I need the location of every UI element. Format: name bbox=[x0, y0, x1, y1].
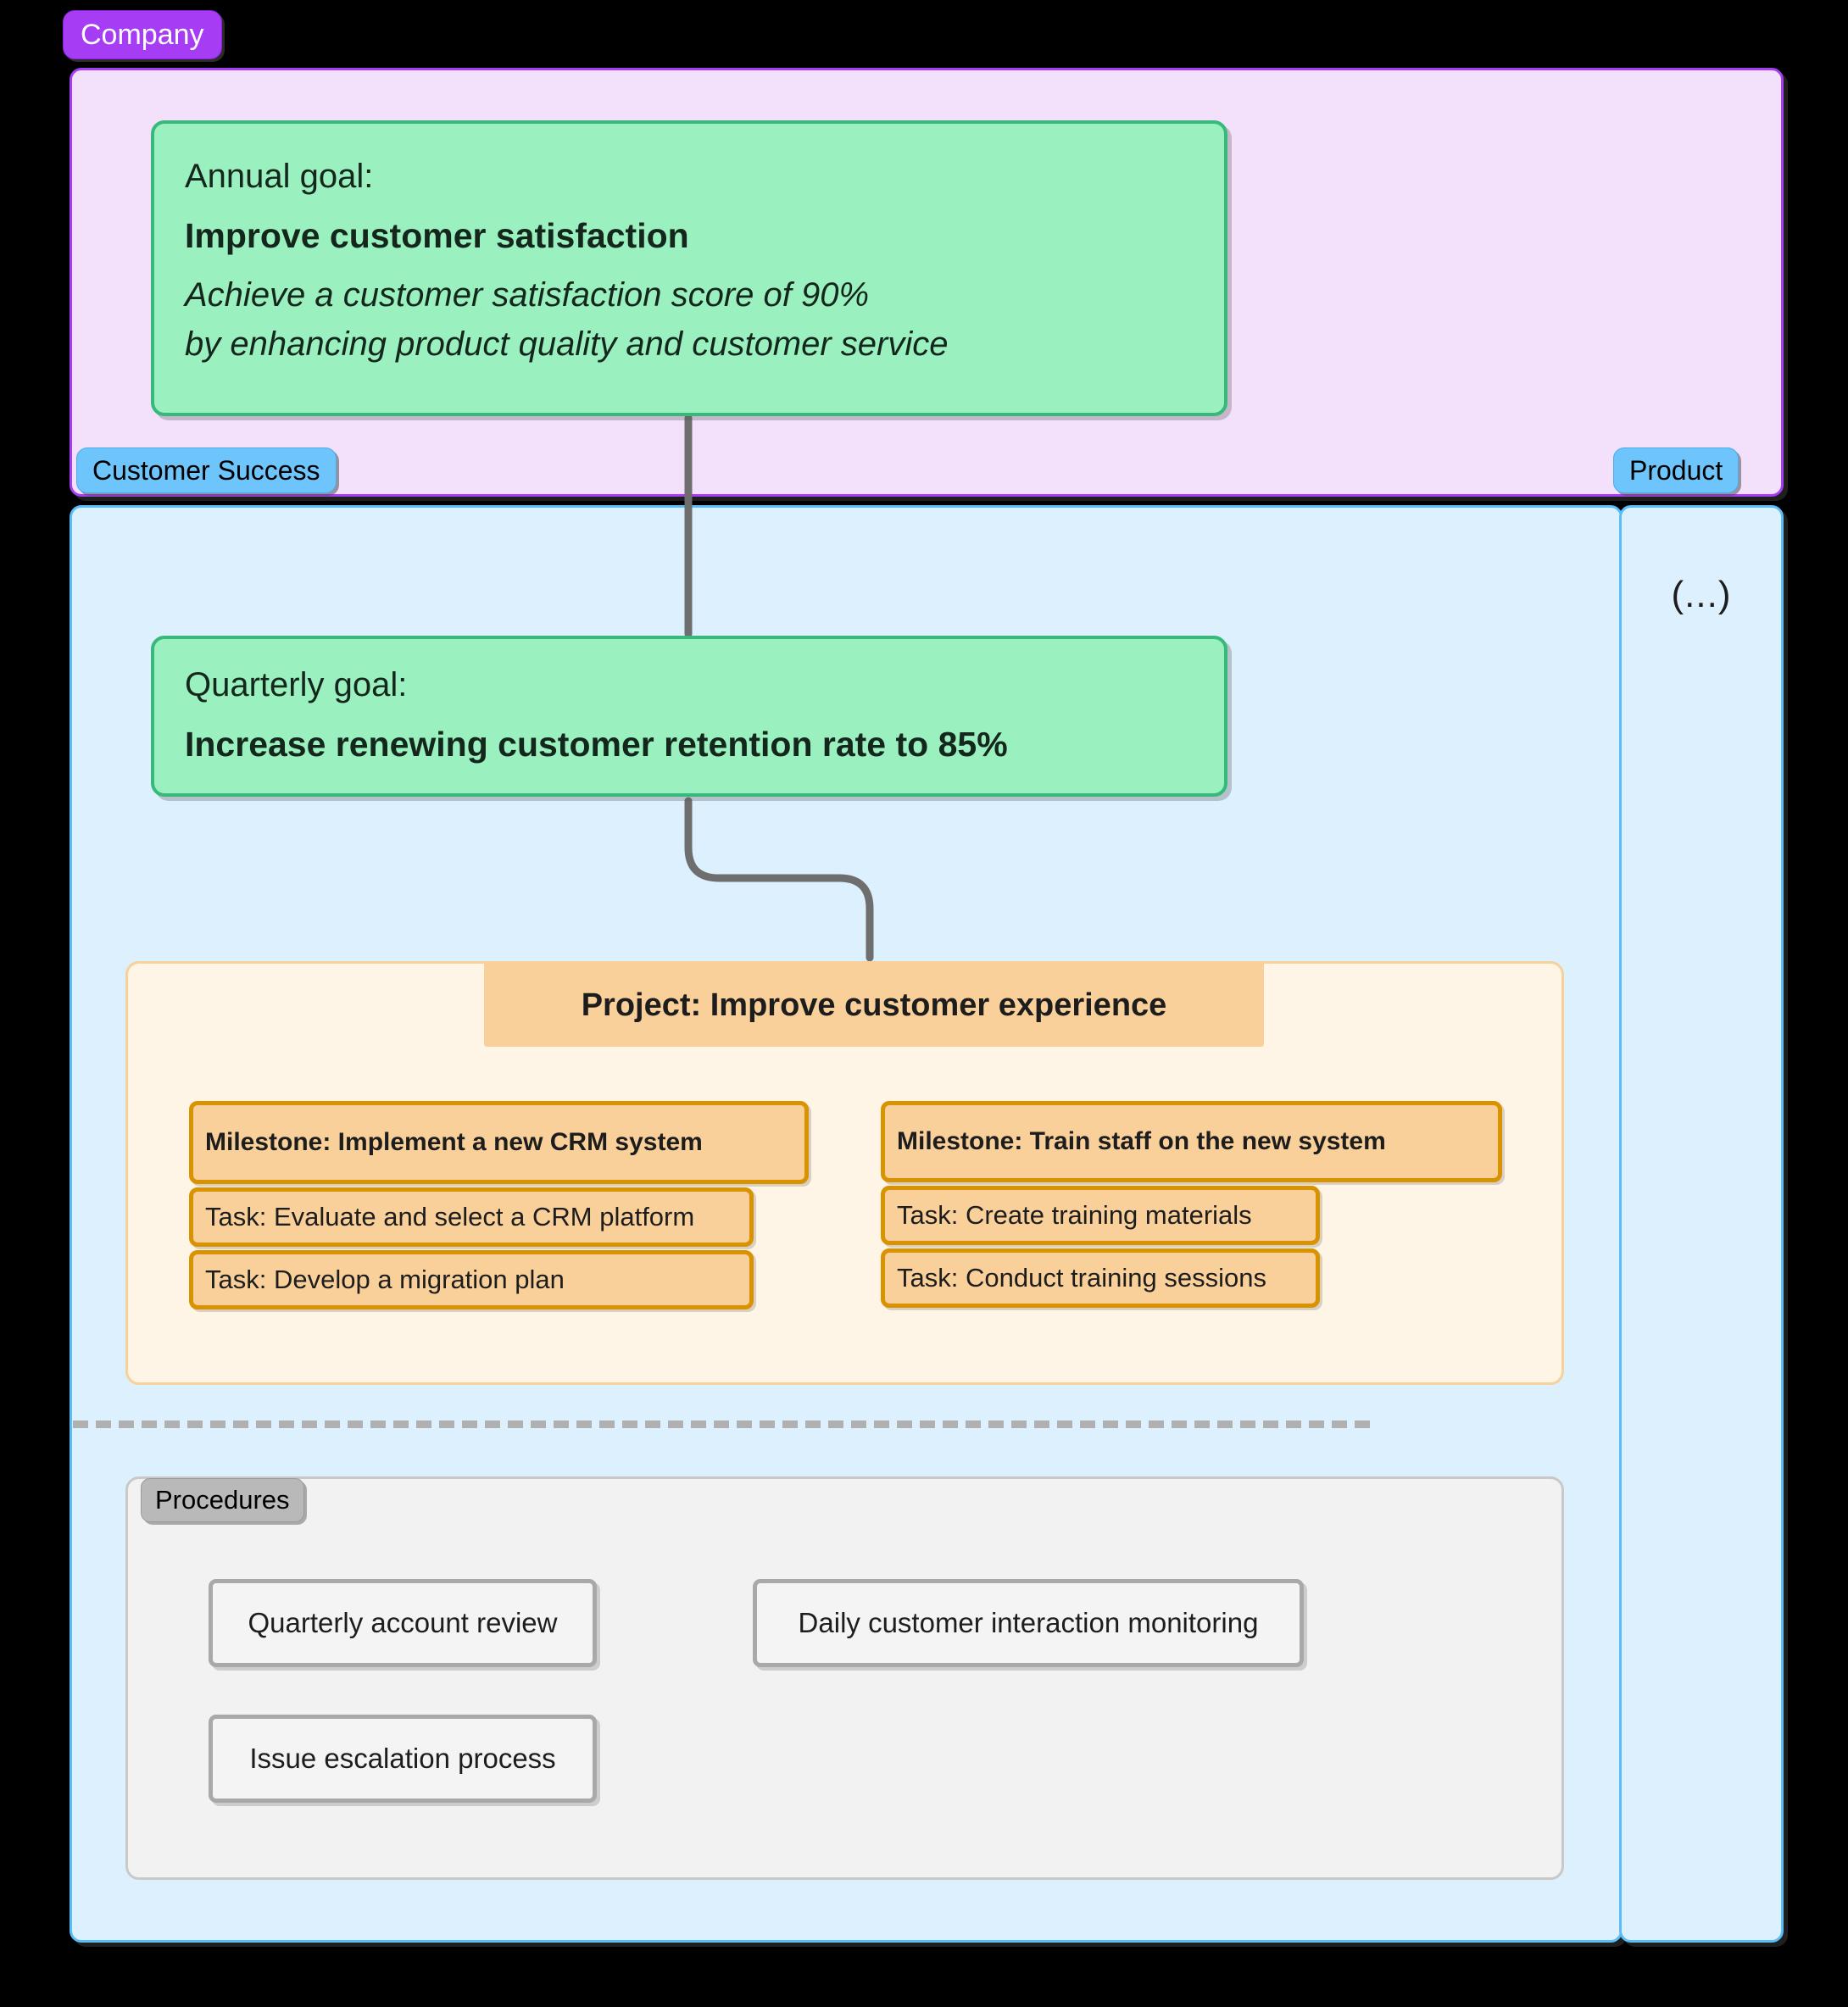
product-badge-label: Product bbox=[1629, 454, 1723, 486]
task-box[interactable]: Task: Create training materials bbox=[881, 1186, 1320, 1245]
procedures-badge[interactable]: Procedures bbox=[141, 1478, 304, 1522]
task-label: Task: Evaluate and select a CRM platform bbox=[205, 1202, 695, 1231]
milestone-title: Milestone: Implement a new CRM system bbox=[205, 1128, 703, 1156]
customer-success-badge-label: Customer Success bbox=[92, 454, 320, 486]
task-label: Task: Conduct training sessions bbox=[897, 1263, 1266, 1293]
procedure-label: Issue escalation process bbox=[249, 1743, 556, 1774]
task-box[interactable]: Task: Evaluate and select a CRM platform bbox=[189, 1187, 754, 1247]
milestone-box[interactable]: Milestone: Train staff on the new system bbox=[881, 1101, 1502, 1182]
customer-success-badge[interactable]: Customer Success bbox=[76, 448, 337, 493]
procedure-box[interactable]: Daily customer interaction monitoring bbox=[753, 1579, 1304, 1667]
project-container: Project: Improve customer experience Mil… bbox=[125, 961, 1564, 1385]
annual-goal-card[interactable]: Annual goal: Improve customer satisfacti… bbox=[151, 120, 1227, 416]
product-lane-ellipsis: (...) bbox=[1671, 574, 1732, 615]
procedure-box[interactable]: Issue escalation process bbox=[209, 1715, 597, 1803]
annual-goal-description-line-2: by enhancing product quality and custome… bbox=[185, 325, 949, 364]
task-box[interactable]: Task: Develop a migration plan bbox=[189, 1250, 754, 1309]
company-badge-label: Company bbox=[81, 18, 204, 51]
milestone-title: Milestone: Train staff on the new system bbox=[897, 1127, 1386, 1155]
procedure-label: Quarterly account review bbox=[248, 1607, 558, 1638]
procedure-box[interactable]: Quarterly account review bbox=[209, 1579, 597, 1667]
procedures-badge-label: Procedures bbox=[155, 1485, 290, 1515]
annual-goal-description-line-1: Achieve a customer satisfaction score of… bbox=[185, 275, 870, 314]
milestone-box[interactable]: Milestone: Implement a new CRM system bbox=[189, 1101, 809, 1184]
annual-goal-kicker: Annual goal: bbox=[185, 158, 374, 195]
project-header[interactable]: Project: Improve customer experience bbox=[484, 964, 1264, 1047]
quarterly-goal-kicker: Quarterly goal: bbox=[185, 666, 408, 703]
project-title: Project: Improve customer experience bbox=[581, 987, 1167, 1023]
task-box[interactable]: Task: Conduct training sessions bbox=[881, 1248, 1320, 1308]
company-badge[interactable]: Company bbox=[63, 10, 222, 59]
quarterly-goal-card[interactable]: Quarterly goal: Increase renewing custom… bbox=[151, 636, 1227, 797]
milestone-group-1: Milestone: Train staff on the new system… bbox=[881, 1101, 1502, 1308]
section-divider bbox=[73, 1420, 1370, 1428]
product-badge[interactable]: Product bbox=[1613, 448, 1739, 493]
task-label: Task: Develop a migration plan bbox=[205, 1265, 565, 1294]
procedure-label: Daily customer interaction monitoring bbox=[798, 1607, 1259, 1638]
task-label: Task: Create training materials bbox=[897, 1200, 1252, 1230]
product-lane: (...) bbox=[1619, 505, 1784, 1943]
procedures-panel: Quarterly account review Daily customer … bbox=[125, 1476, 1564, 1880]
milestone-group-0: Milestone: Implement a new CRM system Ta… bbox=[189, 1101, 809, 1309]
quarterly-goal-title: Increase renewing customer retention rat… bbox=[185, 724, 1008, 764]
annual-goal-title: Improve customer satisfaction bbox=[185, 215, 689, 255]
